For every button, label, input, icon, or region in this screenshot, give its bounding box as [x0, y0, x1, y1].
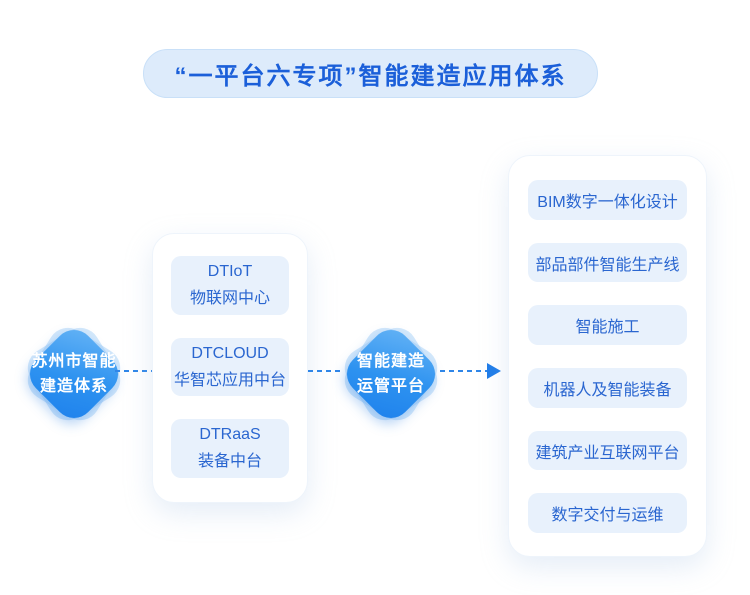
application-item-industry-internet-platform: 建筑产业互联网平台: [528, 430, 687, 471]
application-item-smart-construction: 智能施工: [528, 305, 687, 346]
platform-item-dtraas: DTRaaS 装备中台: [171, 419, 289, 479]
application-item-label: 数字交付与运维: [551, 507, 664, 525]
platform-item-en: DTRaaS: [199, 426, 261, 444]
platform-item-zh: 装备中台: [197, 453, 262, 471]
platform-item-dtiot: DTIoT 物联网中心: [171, 256, 289, 315]
application-item-label: 机器人及智能装备: [543, 381, 672, 399]
dashed-connector-left: [115, 370, 153, 372]
platform-item-zh: 物联网中心: [189, 289, 270, 307]
node-label-line: 运管平台: [356, 377, 425, 395]
application-item-robots-equipment: 机器人及智能装备: [528, 368, 687, 408]
platform-panel: DTIoT 物联网中心 DTCLOUD 华智芯应用中台 DTRaaS 装备中台: [152, 233, 308, 503]
application-item-label: BIM数字一体化设计: [537, 193, 678, 211]
application-item-smart-production-line: 部品部件智能生产线: [528, 242, 687, 283]
page-title: “一平台六专项”智能建造应用体系: [174, 63, 567, 90]
platform-item-en: DTIoT: [207, 262, 253, 280]
platform-item-en: DTCLOUD: [191, 344, 269, 362]
application-item-label: 部品部件智能生产线: [535, 256, 680, 274]
application-item-label: 建筑产业互联网平台: [535, 444, 680, 462]
platform-item-dtcloud: DTCLOUD 华智芯应用中台: [171, 337, 289, 397]
dashed-connector-right: [440, 370, 488, 372]
application-item-digital-delivery-om: 数字交付与运维: [528, 493, 687, 534]
platform-item-zh: 华智芯应用中台: [173, 371, 286, 389]
node-ops-platform-label: 智能建造 运管平台: [338, 321, 444, 427]
node-label-line: 苏州市智能: [31, 353, 117, 371]
title-banner: “一平台六专项”智能建造应用体系: [143, 49, 598, 98]
node-ops-platform: 智能建造 运管平台: [337, 320, 445, 428]
application-item-label: 智能施工: [575, 319, 640, 337]
arrow-right-icon: [487, 363, 501, 379]
node-suzhou-system-label: 苏州市智能 建造体系: [21, 321, 127, 427]
application-item-bim-design: BIM数字一体化设计: [528, 180, 687, 220]
applications-panel: BIM数字一体化设计 部品部件智能生产线 智能施工 机器人及智能装备 建筑产业互…: [508, 155, 707, 557]
node-label-line: 智能建造: [356, 353, 425, 371]
dashed-connector-middle: [308, 370, 342, 372]
node-label-line: 建造体系: [39, 377, 108, 395]
node-suzhou-system: 苏州市智能 建造体系: [20, 320, 128, 428]
